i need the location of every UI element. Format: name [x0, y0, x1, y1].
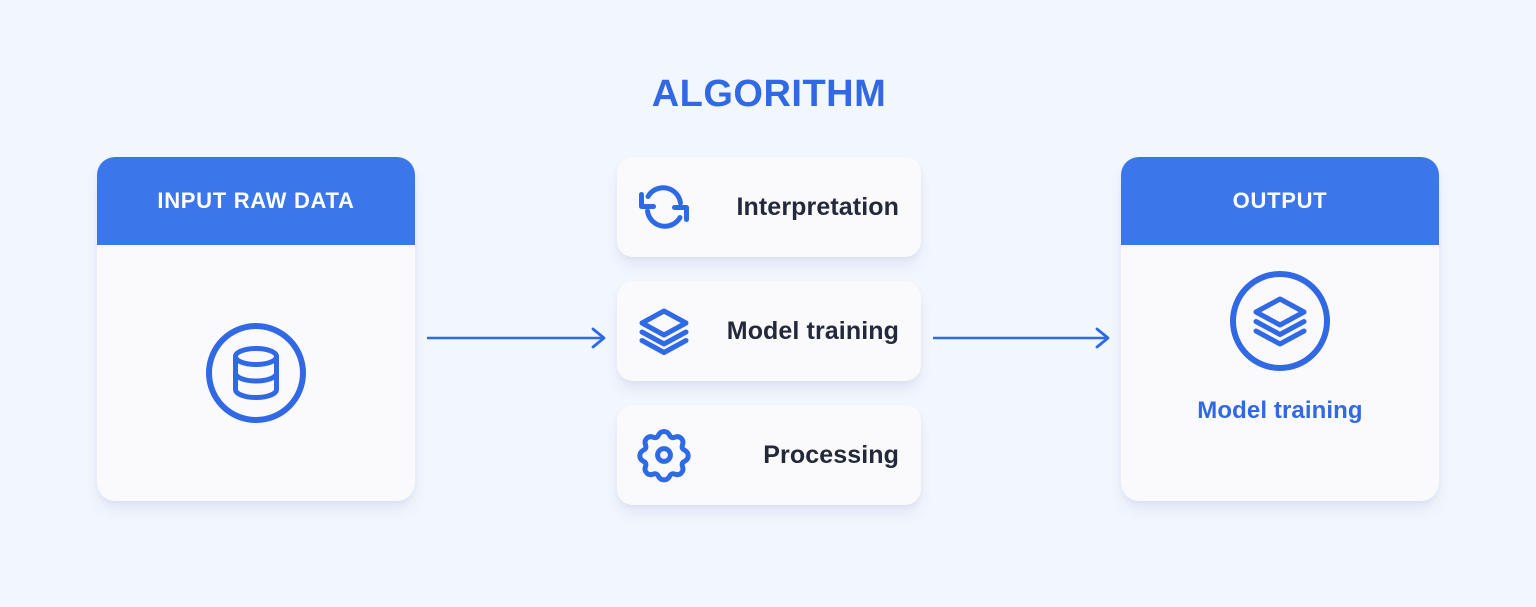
- input-card-header: INPUT RAW DATA: [97, 157, 415, 245]
- algorithm-step-label: Processing: [763, 440, 899, 469]
- output-card-header: OUTPUT: [1121, 157, 1439, 245]
- output-card-label: Model training: [1197, 397, 1363, 424]
- algorithm-title: ALGORITHM: [651, 73, 887, 115]
- output-card: OUTPUT Model training: [1121, 157, 1439, 501]
- input-raw-data-card: INPUT RAW DATA: [97, 157, 415, 501]
- algorithm-step-label: Model training: [726, 316, 899, 345]
- algorithm-step-processing[interactable]: Processing: [617, 405, 921, 505]
- input-card-body: [97, 245, 415, 501]
- layers-circle-icon: [1230, 271, 1330, 371]
- layers-icon: [639, 308, 689, 355]
- arrow-input-to-algorithm: [427, 325, 613, 351]
- database-circle-icon: [206, 323, 306, 423]
- arrow-algorithm-to-output: [933, 325, 1117, 351]
- gear-icon: [637, 429, 691, 483]
- algorithm-step-model-training[interactable]: Model training: [617, 281, 921, 381]
- output-card-body: Model training: [1121, 245, 1439, 501]
- sync-arrows-icon: [639, 185, 689, 229]
- algorithm-step-label: Interpretation: [736, 192, 899, 221]
- algorithm-step-interpretation[interactable]: Interpretation: [617, 157, 921, 257]
